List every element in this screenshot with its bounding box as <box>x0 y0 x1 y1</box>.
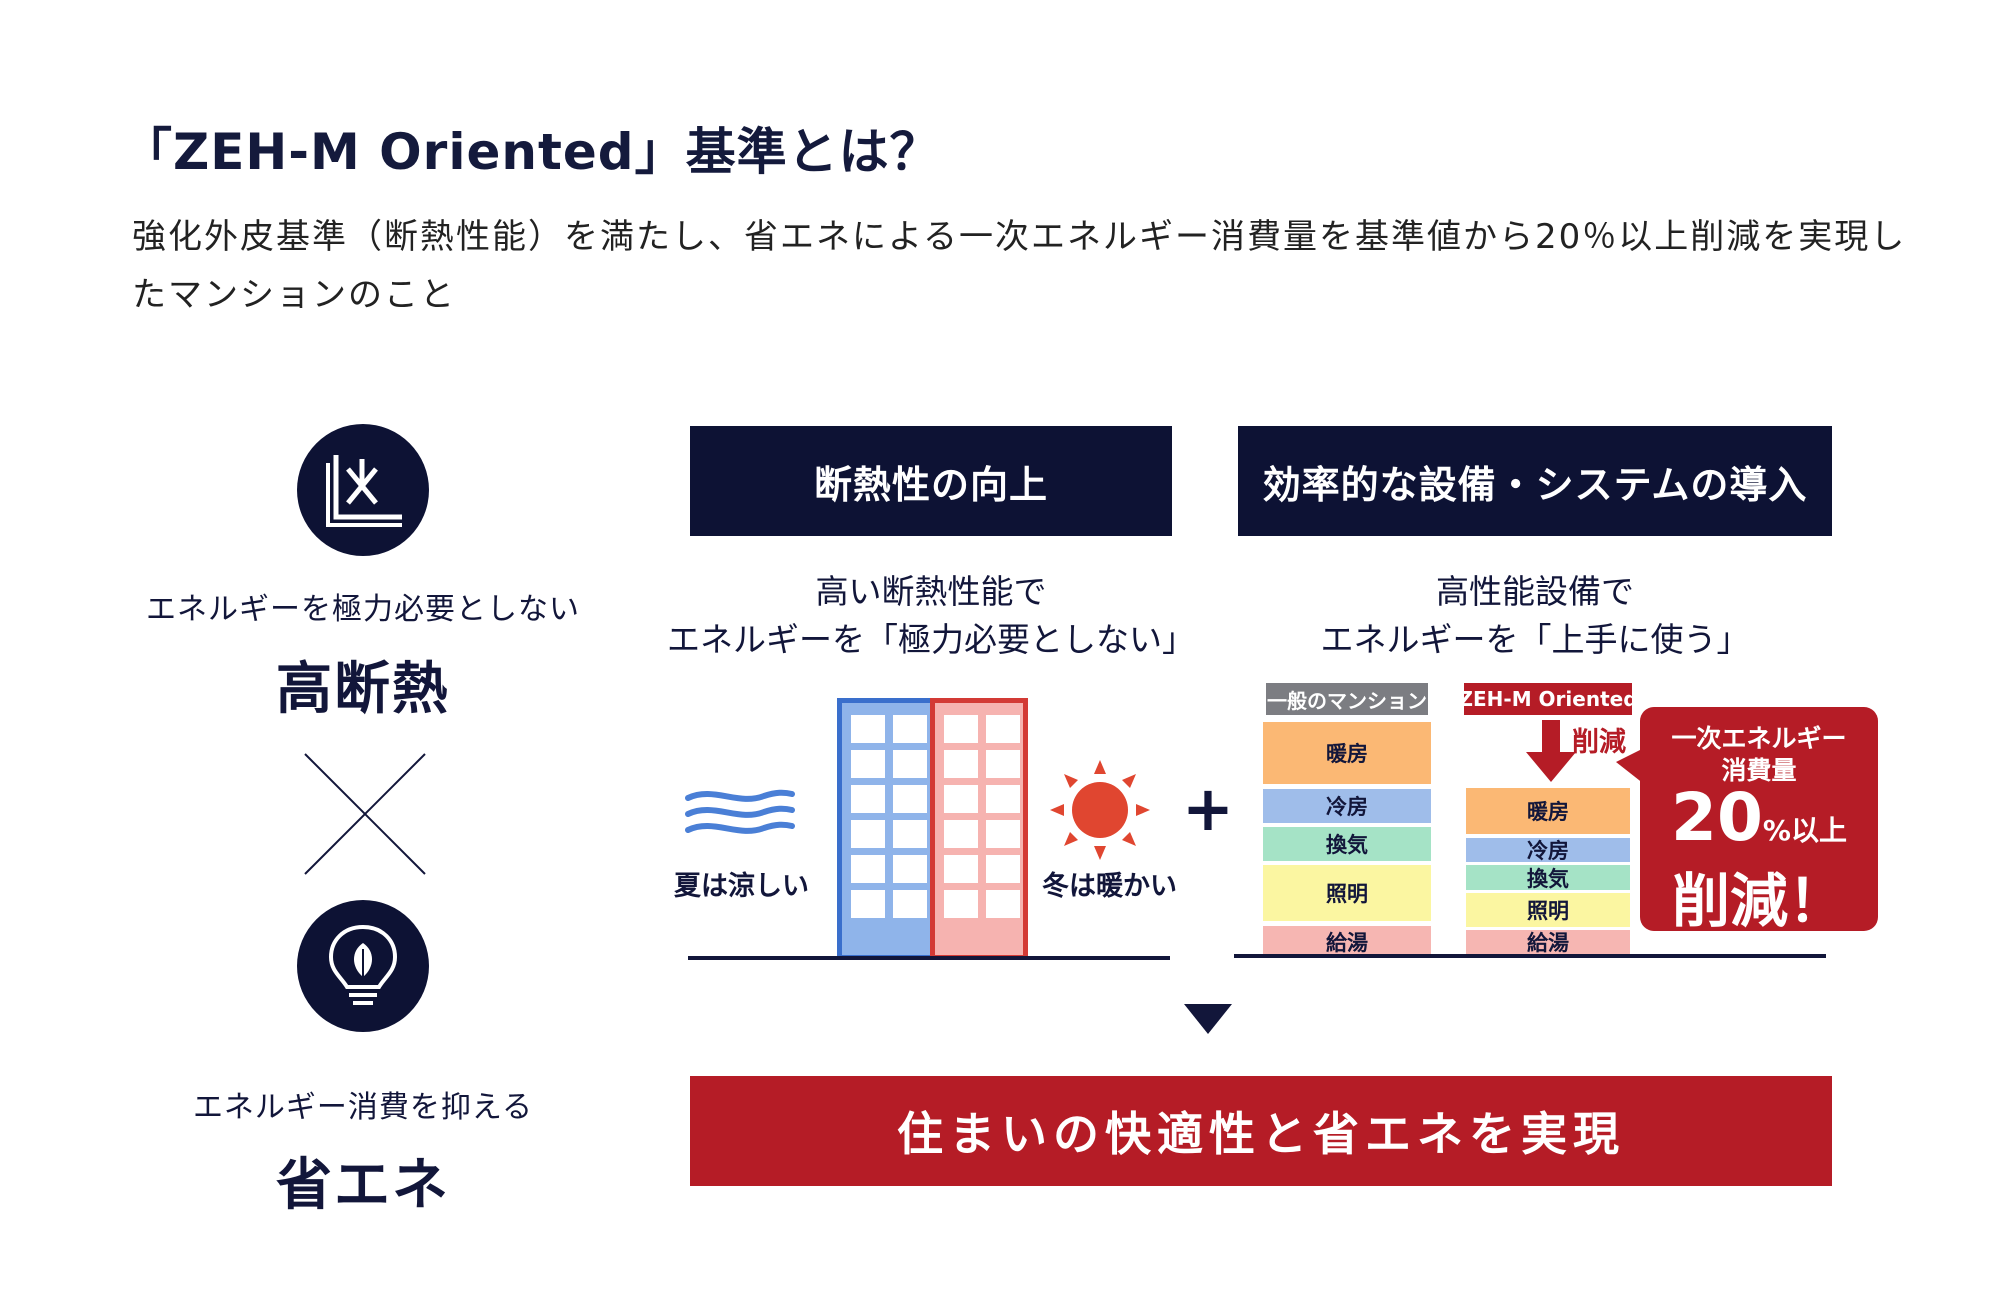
segment-hot-water: 給湯 <box>1466 930 1630 955</box>
lightbulb-leaf-icon <box>297 900 429 1032</box>
segment-lighting: 照明 <box>1263 865 1431 921</box>
callout-line2: 消費量 <box>1721 756 1797 785</box>
insulation-subtitle: エネルギーを極力必要としない <box>146 592 580 627</box>
callout-line1: 一次エネルギー <box>1671 724 1847 753</box>
insulation-caption-line2: エネルギーを「極力必要としない」 <box>667 620 1195 659</box>
cross-icon <box>303 752 427 880</box>
sun-icon <box>1048 758 1152 866</box>
ground-line-equipment <box>1234 954 1826 958</box>
building-cool-half <box>837 698 935 960</box>
zeh-energy-stack: 暖房 冷房 換気 照明 給湯 <box>1466 788 1630 955</box>
saving-subtitle: エネルギー消費を抑える <box>192 1090 534 1125</box>
winter-label: 冬は暖かい <box>1042 871 1177 902</box>
summer-label: 夏は涼しい <box>674 871 809 902</box>
result-banner: 住まいの快適性と省エネを実現 <box>690 1076 1832 1186</box>
plus-sign: + <box>1182 772 1234 845</box>
insulation-icon <box>297 424 429 556</box>
page-description: 強化外皮基準（断熱性能）を満たし、省エネによる一次エネルギー消費量を基準値から2… <box>132 217 1907 315</box>
reduction-label: 削減 <box>1572 727 1626 758</box>
wind-icon <box>684 782 796 846</box>
insulation-heading: 断熱性の向上 <box>690 426 1172 536</box>
callout-big-number: 20 <box>1671 779 1763 856</box>
triangle-down-icon <box>1184 1004 1232 1040</box>
zeh-m-oriented-label: ZEH-M Oriented <box>1458 683 1638 715</box>
general-energy-stack: 暖房 冷房 換気 照明 給湯 <box>1263 722 1431 958</box>
callout-suffix: %以上 <box>1762 814 1847 847</box>
equipment-caption-line1: 高性能設備で <box>1436 572 1634 611</box>
insulation-caption-line1: 高い断熱性能で <box>815 572 1047 611</box>
segment-heating: 暖房 <box>1263 722 1431 784</box>
callout-line4: 削減！ <box>1671 867 1846 935</box>
equipment-heading: 効率的な設備・システムの導入 <box>1238 426 1832 536</box>
segment-cooling: 冷房 <box>1263 789 1431 823</box>
reduction-arrow-icon <box>1526 720 1576 788</box>
page-title: 「ZEH-M Oriented」基準とは？ <box>122 123 941 181</box>
building-warm-half <box>930 698 1028 960</box>
callout-pointer <box>1616 748 1644 788</box>
saving-title: 省エネ <box>276 1152 450 1218</box>
segment-heating: 暖房 <box>1466 788 1630 834</box>
reduction-callout: 一次エネルギー 消費量 20%以上 削減！ <box>1640 707 1878 935</box>
segment-lighting: 照明 <box>1466 893 1630 927</box>
segment-hot-water: 給湯 <box>1263 926 1431 958</box>
general-mansion-label: 一般のマンション <box>1266 683 1428 715</box>
segment-ventilation: 換気 <box>1466 865 1630 891</box>
segment-cooling: 冷房 <box>1466 838 1630 863</box>
segment-ventilation: 換気 <box>1263 827 1431 861</box>
insulation-title: 高断熱 <box>276 656 450 722</box>
ground-line-insulation <box>688 956 1170 960</box>
equipment-caption-line2: エネルギーを「上手に使う」 <box>1320 620 1750 659</box>
